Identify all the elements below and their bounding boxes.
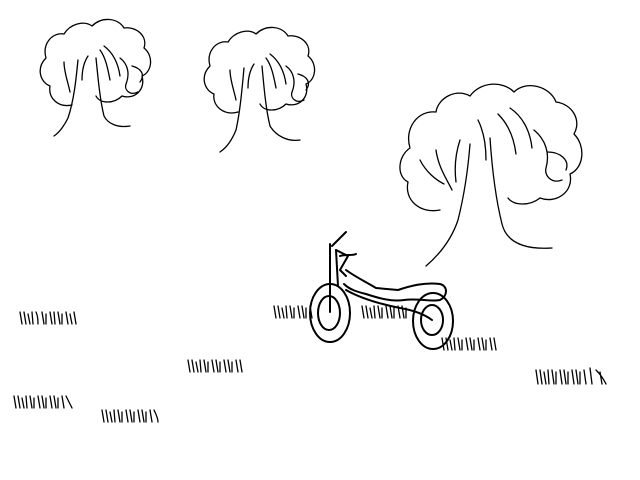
grass-clump-2 [273, 305, 313, 319]
tree-branches [419, 107, 568, 191]
tree-trunk [219, 65, 301, 153]
grass-clump-1 [19, 311, 77, 325]
tree-sketch-1 [39, 18, 152, 137]
grass-clump-5 [187, 359, 243, 373]
tree-sketch-3 [399, 83, 583, 267]
fork [329, 243, 339, 313]
tree-trunk [425, 137, 553, 267]
grass-clump-3 [361, 305, 407, 319]
grass-clump-4 [441, 337, 497, 351]
rear-wheel [412, 292, 454, 350]
motorcycle-sketch [309, 231, 454, 350]
chain-swingarm [345, 289, 433, 321]
rear-wheel-inner [420, 304, 444, 336]
tree-branches [63, 45, 144, 94]
tree-trunk [53, 57, 131, 137]
grass-clump-6 [535, 367, 607, 385]
frame [343, 269, 447, 302]
handlebar [331, 231, 357, 257]
tree-canopy [203, 26, 316, 114]
tree-canopy [39, 18, 152, 107]
tree-sketch-2 [203, 26, 316, 153]
grass-clump-8 [101, 409, 159, 423]
tree-branches [229, 53, 310, 102]
headlight [335, 249, 349, 277]
tree-canopy [399, 83, 583, 212]
grass-clump-7 [13, 395, 73, 409]
